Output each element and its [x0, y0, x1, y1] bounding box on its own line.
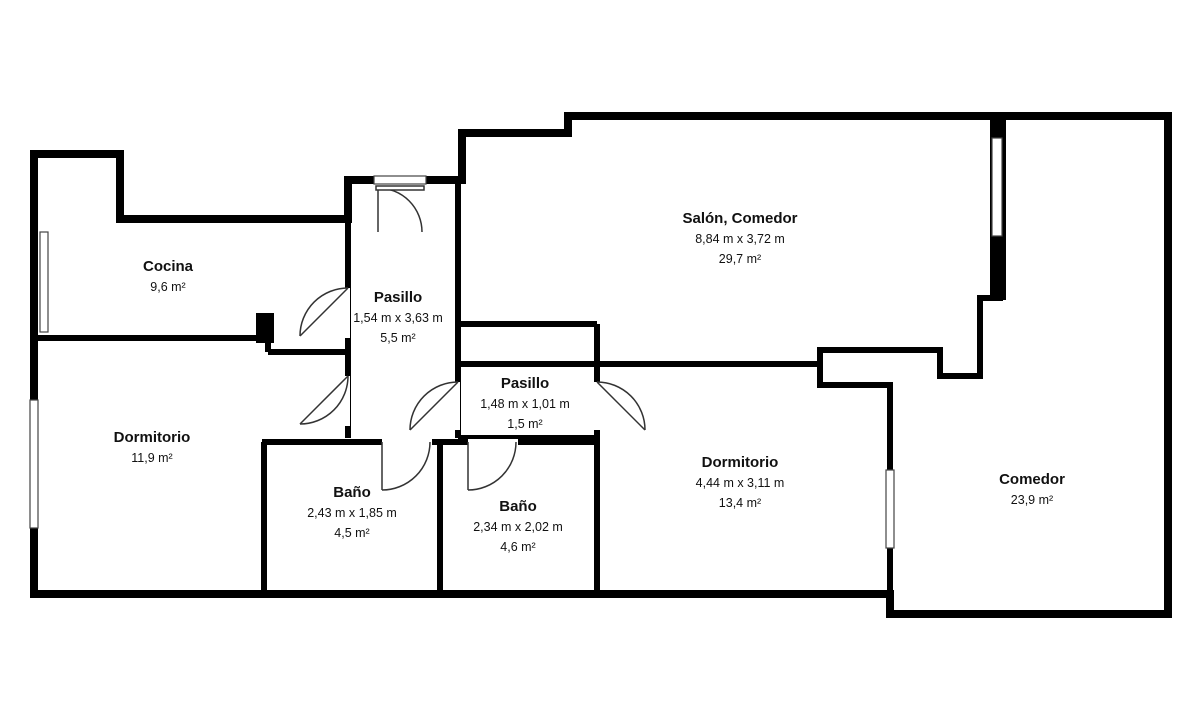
room-label-cocina: Cocina 9,6 m²	[98, 257, 238, 297]
window-pasillo	[373, 175, 427, 185]
room-name: Pasillo	[500, 375, 550, 392]
doors	[299, 185, 646, 491]
room-name: Baño	[333, 484, 371, 501]
door-dormitorio-2	[594, 381, 646, 431]
room-area: 4,5 m²	[334, 526, 370, 540]
room-label-bano-1: Baño 2,43 m x 1,85 m 4,5 m²	[292, 483, 412, 543]
room-dims: 2,43 m x 1,85 m	[307, 506, 397, 520]
door-bano-2	[467, 439, 518, 491]
room-label-bano-2: Baño 2,34 m x 2,02 m 4,6 m²	[458, 497, 578, 557]
room-name: Cocina	[142, 258, 193, 275]
door-pasillo-2	[409, 381, 460, 431]
room-area: 11,9 m²	[131, 451, 173, 465]
room-dims: 4,44 m x 3,11 m	[695, 476, 785, 490]
room-area: 29,7 m²	[718, 252, 762, 266]
room-label-pasillo-2: Pasillo 1,48 m x 1,01 m 1,5 m²	[465, 374, 585, 434]
room-name: Salón, Comedor	[682, 210, 798, 227]
room-area: 13,4 m²	[718, 496, 762, 510]
room-name: Comedor	[999, 471, 1065, 488]
room-name: Dormitorio	[701, 454, 779, 471]
room-area: 5,5 m²	[380, 331, 416, 345]
room-dims: 8,84 m x 3,72 m	[695, 232, 785, 246]
window-salon	[991, 137, 1003, 237]
windows	[29, 137, 1003, 549]
room-area: 23,9 m²	[1010, 493, 1054, 507]
room-label-pasillo-1: Pasillo 1,54 m x 3,63 m 5,5 m²	[342, 288, 454, 348]
room-name: Pasillo	[373, 289, 423, 306]
room-dims: 1,54 m x 3,63 m	[353, 311, 443, 325]
room-dims: 2,34 m x 2,02 m	[473, 520, 563, 534]
window-comedor	[885, 469, 895, 549]
room-name: Baño	[499, 498, 537, 515]
window-cocina	[39, 231, 49, 333]
door-dormitorio-1	[299, 375, 350, 426]
room-area: 1,5 m²	[507, 417, 543, 431]
exterior-walls	[30, 112, 1172, 618]
door-cocina	[299, 287, 350, 338]
window-dormitorio	[29, 399, 39, 529]
room-label-dormitorio-2: Dormitorio 4,44 m x 3,11 m 13,4 m²	[670, 453, 810, 513]
room-label-comedor: Comedor 23,9 m²	[962, 470, 1102, 510]
room-area: 4,6 m²	[500, 540, 536, 554]
room-dims: 1,48 m x 1,01 m	[480, 397, 570, 411]
door-pasillo-top	[375, 185, 425, 233]
room-label-dormitorio-1: Dormitorio 11,9 m²	[82, 428, 222, 468]
room-name: Dormitorio	[113, 429, 191, 446]
door-bano-1	[381, 439, 432, 491]
room-area: 9,6 m²	[150, 280, 186, 294]
room-label-salon-comedor: Salón, Comedor 8,84 m x 3,72 m 29,7 m²	[655, 209, 825, 269]
wall-pillar	[256, 313, 274, 343]
